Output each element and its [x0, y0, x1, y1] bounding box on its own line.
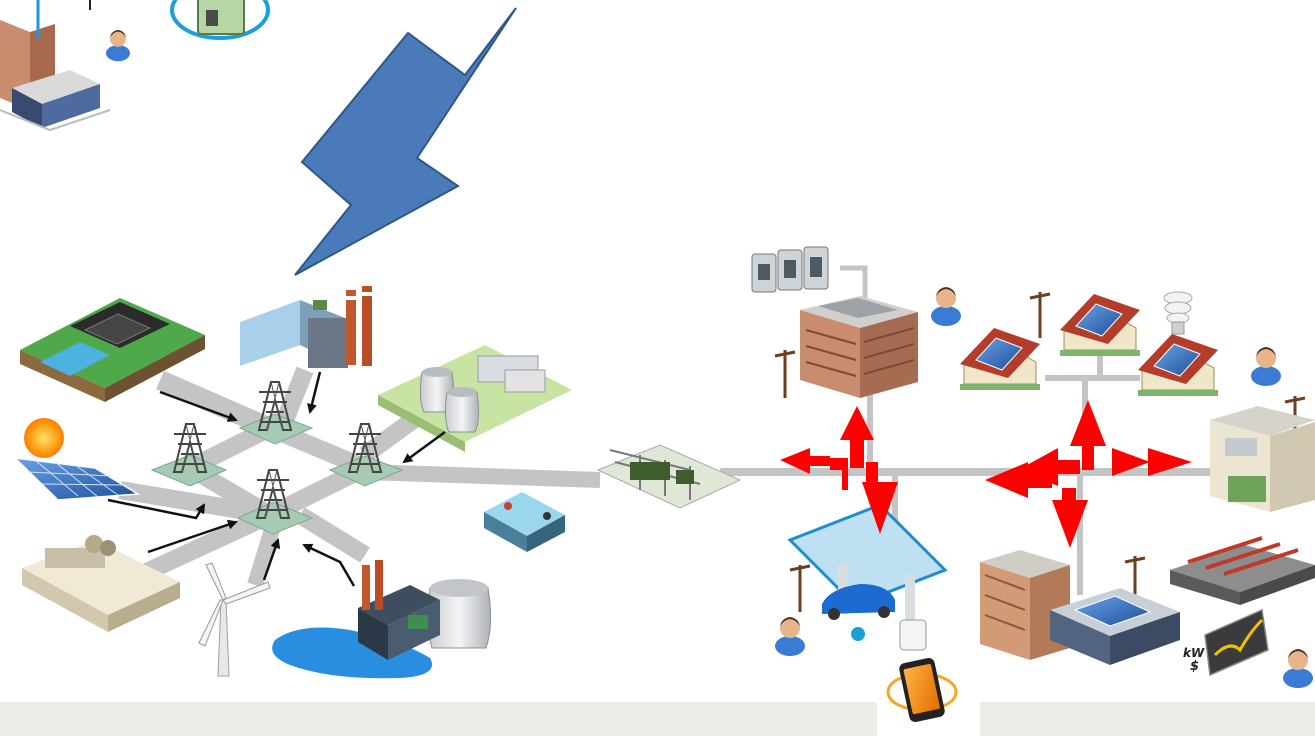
bottom-band-right — [980, 702, 1315, 736]
tall-building-icon — [0, 0, 111, 132]
bottom-band-left — [0, 702, 878, 736]
person-icon — [775, 617, 805, 656]
meter-kw-label: kW — [1183, 646, 1205, 660]
meter-panel-icon: kW $ — [1183, 608, 1269, 677]
nuclear-plant-icon — [378, 345, 572, 452]
wind-turbine-icon — [198, 562, 271, 677]
battery-bank-icon — [1170, 536, 1315, 605]
data-center-icon — [20, 298, 205, 402]
smartphone-icon — [877, 652, 977, 736]
house-solar-icon — [959, 327, 1041, 391]
ev-charging-station-icon — [787, 503, 948, 651]
substation-icon — [596, 444, 742, 509]
cfl-bulb-icon — [1163, 291, 1193, 335]
office-building-icon — [800, 296, 918, 398]
nuclear-plant-icon — [272, 560, 492, 679]
solar-panel-icon — [12, 456, 141, 501]
commercial-building-icon — [1210, 406, 1315, 512]
solar-sun-icon — [24, 418, 64, 458]
factory-icon — [22, 535, 180, 632]
person-icon — [1283, 649, 1313, 688]
battery-icon — [484, 492, 565, 552]
house-solar-icon — [1059, 293, 1141, 357]
person-icon — [931, 287, 961, 326]
big-blue-arrow-icon — [294, 7, 517, 276]
server-racks-icon — [751, 246, 829, 293]
meter-dollar-label: $ — [1190, 659, 1199, 674]
solar-roof-building-icon — [980, 550, 1180, 665]
tablet-icon — [170, 0, 270, 40]
person-icon — [106, 30, 130, 62]
flow-arrows-bidirectional — [780, 400, 1192, 548]
house-solar-icon — [1137, 333, 1219, 397]
transmission-hub — [150, 413, 404, 535]
person-icon — [1251, 347, 1281, 386]
flow-arrows-black — [107, 371, 446, 587]
power-plant-icon — [240, 286, 372, 368]
